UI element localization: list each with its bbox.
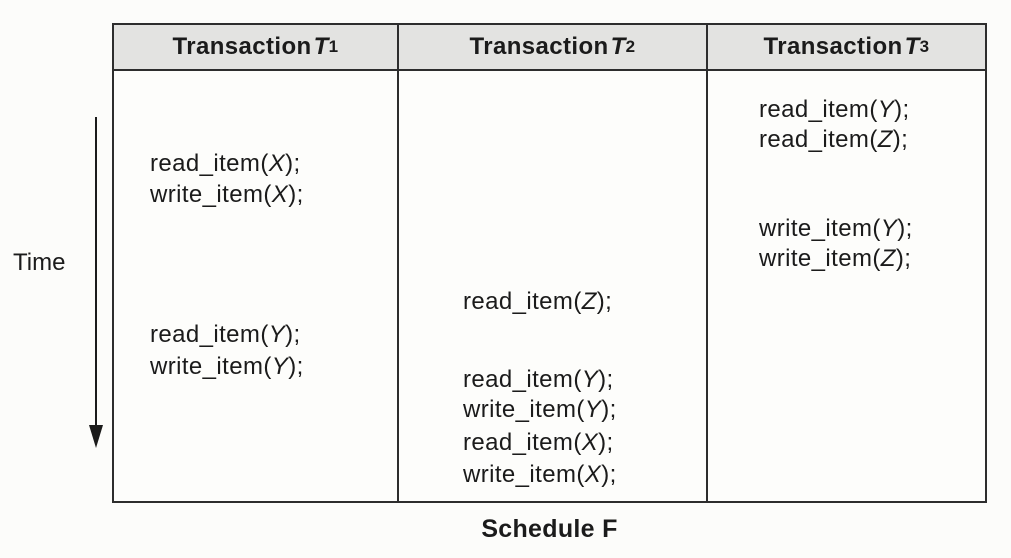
operation-name: read_item(	[463, 366, 582, 393]
operation-item: Y	[271, 353, 289, 380]
operation: read_item(Y);	[399, 364, 706, 395]
operation: write_item(X);	[399, 459, 706, 490]
operation-terminator: );	[288, 181, 304, 208]
operation-terminator: );	[895, 245, 912, 272]
operation-terminator: );	[601, 461, 617, 488]
header-symbol: T	[904, 33, 920, 60]
operation-item: Y	[268, 321, 286, 348]
operation-item: X	[271, 181, 289, 208]
table-header-row: Transaction T 1 Transaction T 2 Transact…	[114, 25, 985, 71]
operation-item: Y	[581, 366, 599, 393]
operation-item: X	[584, 461, 602, 488]
operation-item: Z	[877, 126, 893, 153]
operation-name: read_item(	[463, 429, 582, 456]
operation: read_item(X);	[399, 427, 706, 458]
figure-caption: Schedule F	[481, 515, 618, 543]
operation: read_item(X);	[114, 148, 397, 179]
operation-terminator: );	[596, 288, 613, 315]
time-arrow-line	[95, 117, 97, 427]
operation-item: Z	[581, 288, 597, 315]
operation-item: X	[268, 150, 286, 177]
header-text: Transaction	[469, 33, 609, 60]
header-text: Transaction	[172, 33, 312, 60]
operation-terminator: );	[598, 429, 614, 456]
operation-terminator: );	[598, 366, 614, 393]
operation-terminator: );	[897, 215, 913, 242]
column-t1-operations: read_item(X);write_item(X);read_item(Y);…	[114, 71, 397, 501]
operation-terminator: );	[288, 353, 304, 380]
time-label: Time	[13, 249, 66, 276]
operation-name: write_item(	[463, 396, 585, 423]
operation-name: write_item(	[150, 181, 272, 208]
column-header-t3: Transaction T 3	[708, 25, 985, 69]
header-subscript: 1	[328, 37, 339, 56]
header-subscript: 3	[919, 37, 930, 56]
operation: write_item(Y);	[114, 351, 397, 382]
operation-item: Y	[584, 396, 602, 423]
operation: write_item(X);	[114, 179, 397, 210]
operation-terminator: );	[285, 321, 301, 348]
operation-name: read_item(	[150, 321, 269, 348]
column-t3-operations: read_item(Y);read_item(Z);write_item(Y);…	[708, 71, 985, 501]
operation-item: Y	[880, 215, 898, 242]
operation: write_item(Z);	[708, 243, 985, 274]
operation-name: write_item(	[463, 461, 585, 488]
operation-item: X	[581, 429, 599, 456]
column-header-t2: Transaction T 2	[397, 25, 708, 69]
operation-terminator: );	[894, 96, 910, 123]
operation: write_item(Y);	[708, 213, 985, 244]
operation-name: read_item(	[759, 126, 878, 153]
operation-name: read_item(	[759, 96, 878, 123]
operation: read_item(Z);	[708, 124, 985, 155]
operation-name: write_item(	[759, 215, 881, 242]
operation: read_item(Y);	[708, 94, 985, 125]
operation-terminator: );	[892, 126, 909, 153]
column-t2-operations: read_item(Z);read_item(Y);write_item(Y);…	[397, 71, 708, 501]
operation-name: write_item(	[759, 245, 881, 272]
header-text: Transaction	[763, 33, 903, 60]
operation-terminator: );	[601, 396, 617, 423]
operation-item: Z	[880, 245, 896, 272]
header-symbol: T	[313, 33, 329, 60]
operation-name: read_item(	[463, 288, 582, 315]
column-header-t1: Transaction T 1	[114, 25, 397, 69]
operation: read_item(Z);	[399, 286, 706, 317]
operation-name: read_item(	[150, 150, 269, 177]
operation: write_item(Y);	[399, 394, 706, 425]
operation-name: write_item(	[150, 353, 272, 380]
transaction-table: Transaction T 1 Transaction T 2 Transact…	[112, 23, 987, 503]
time-arrow-head-icon	[89, 425, 103, 448]
table-body: read_item(X);write_item(X);read_item(Y);…	[114, 71, 985, 501]
operation-terminator: );	[285, 150, 301, 177]
operation: read_item(Y);	[114, 319, 397, 350]
header-subscript: 2	[625, 37, 636, 56]
header-symbol: T	[610, 33, 626, 60]
operation-item: Y	[877, 96, 895, 123]
